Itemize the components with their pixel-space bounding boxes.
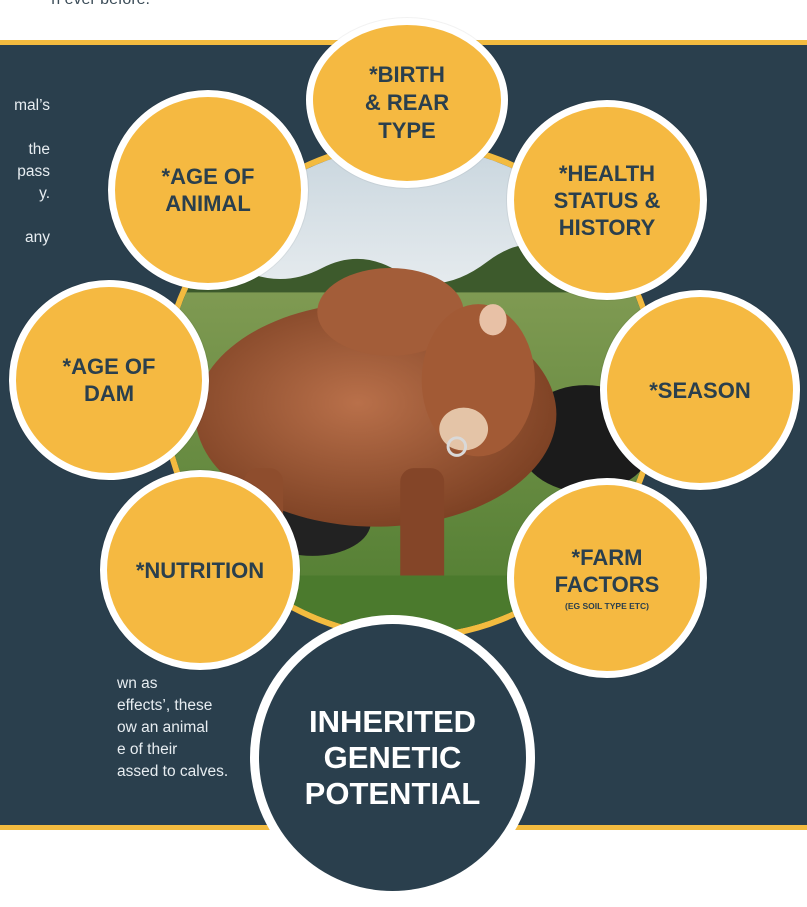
- bubble-health-label: *HEALTH STATUS & HISTORY: [554, 160, 661, 241]
- bubble-nutrition: *NUTRITION: [100, 470, 300, 670]
- bubble-farm-factors: *FARM FACTORS (EG SOIL TYPE ETC): [507, 478, 707, 678]
- bubble-age-dam-label: *AGE OF DAM: [63, 353, 156, 407]
- bubble-season: *SEASON: [600, 290, 800, 490]
- bubble-season-label: *SEASON: [649, 377, 750, 404]
- bull-eye-patch: [479, 304, 506, 335]
- inherited-genetic-potential-circle: INHERITED GENETIC POTENTIAL: [250, 615, 535, 900]
- side-text-1: mal’s the pass y. any: [0, 95, 50, 249]
- bubble-farm-label: *FARM FACTORS: [555, 544, 660, 598]
- bubble-age-of-animal: *AGE OF ANIMAL: [108, 90, 308, 290]
- bubble-birth-rear-type: *BIRTH & REAR TYPE: [306, 18, 508, 188]
- bubble-birth-label: *BIRTH & REAR TYPE: [365, 61, 449, 145]
- bull-muzzle: [439, 408, 488, 451]
- bubble-health-status: *HEALTH STATUS & HISTORY: [507, 100, 707, 300]
- bubble-age-animal-label: *AGE OF ANIMAL: [162, 163, 255, 217]
- top-text: n ever before.: [0, 0, 150, 9]
- center-label: INHERITED GENETIC POTENTIAL: [305, 704, 481, 812]
- bull-leg-2: [400, 468, 444, 590]
- bubble-farm-sublabel: (EG SOIL TYPE ETC): [565, 600, 649, 612]
- bubble-age-of-dam: *AGE OF DAM: [9, 280, 209, 480]
- bubble-nutrition-label: *NUTRITION: [136, 557, 264, 584]
